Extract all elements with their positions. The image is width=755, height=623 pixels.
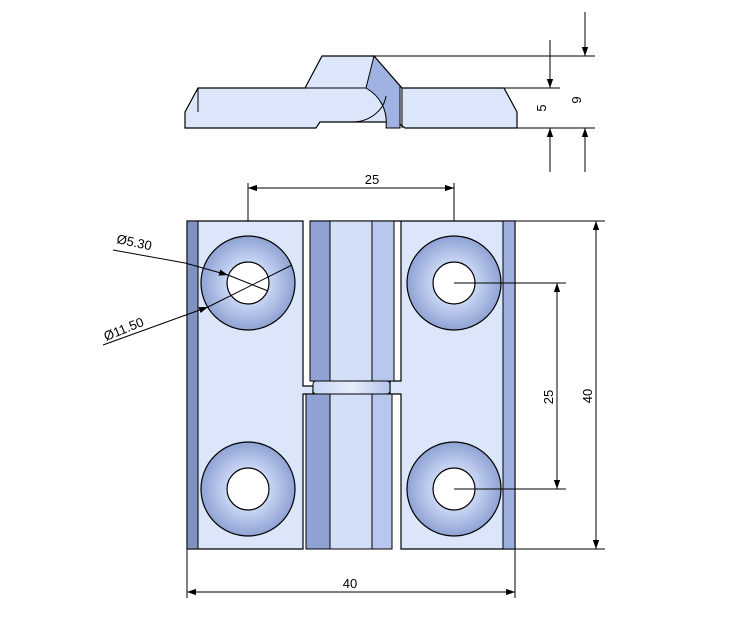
dim-hole-diameter-label: Ø5.30 <box>115 231 153 253</box>
knuckle-lower-body <box>329 393 373 550</box>
top-view-knuckle-shade <box>365 54 401 129</box>
front-view <box>186 220 516 550</box>
top-view <box>184 54 518 129</box>
dim-overall-height-label: 40 <box>580 389 595 403</box>
dim-overall-width: 40 <box>186 549 516 598</box>
dim-overall-height: 40 <box>515 220 605 550</box>
dim-top-height: 9 <box>374 12 595 172</box>
knuckle-upper-left-bar <box>309 220 331 382</box>
dim-overall-width-label: 40 <box>343 576 357 591</box>
dim-top-offset: 5 <box>504 40 595 172</box>
dim-top-offset-label: 5 <box>534 104 549 111</box>
knuckle-upper-body <box>329 220 373 382</box>
right-edge-strip <box>502 220 516 550</box>
dim-hole-spacing-vertical-label: 25 <box>541 390 556 404</box>
top-view-body <box>184 55 518 129</box>
dim-hole-diameter: Ø5.30 <box>112 231 269 292</box>
knuckle-joint <box>312 380 391 395</box>
dim-hole-spacing-vertical: 25 <box>454 282 566 490</box>
dim-hole-spacing-horizontal: 25 <box>247 172 455 221</box>
dim-hole-spacing-horizontal-label: 25 <box>365 172 379 187</box>
dim-counterbore-diameter-label: Ø11.50 <box>102 314 146 344</box>
left-edge-strip <box>186 220 199 550</box>
knuckle-lower-right-bar <box>371 393 393 550</box>
knuckle-lower-left-bar <box>305 393 331 550</box>
dim-top-height-label: 9 <box>569 96 584 103</box>
knuckle-upper-right-bar <box>371 220 395 382</box>
hole-bottom-left <box>200 441 296 537</box>
